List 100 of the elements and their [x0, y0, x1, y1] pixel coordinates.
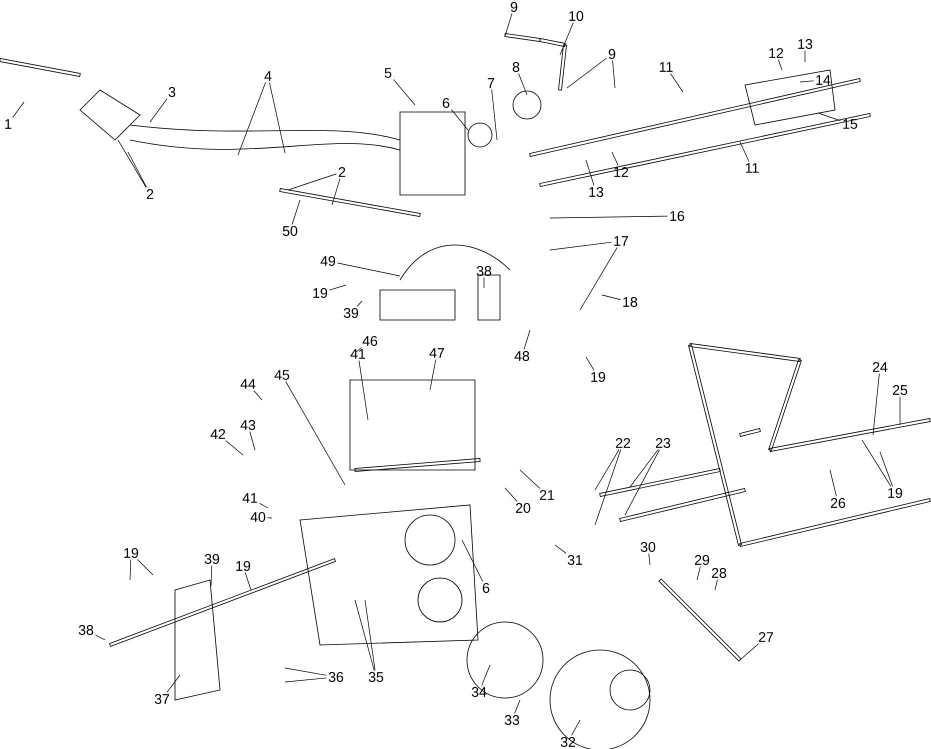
leader-line: [586, 356, 594, 371]
leader-line: [740, 643, 759, 660]
callout-number: 45: [274, 370, 290, 380]
callout-number: 15: [843, 119, 858, 129]
callout-number: 12: [614, 167, 628, 177]
leader-line: [253, 390, 262, 400]
callout-number: 31: [568, 555, 582, 565]
callout-number: 16: [670, 211, 684, 221]
callout-number: 22: [616, 438, 630, 448]
callout-number: 19: [236, 561, 250, 571]
leader-line: [594, 449, 620, 490]
leader-line: [393, 79, 416, 106]
leader-line: [491, 89, 498, 140]
callout-number: 28: [712, 568, 726, 578]
callout-number: 6: [482, 583, 490, 593]
leader-line: [269, 82, 286, 154]
leader-line: [130, 559, 132, 580]
leader-line: [630, 449, 658, 488]
leader-line: [12, 102, 24, 118]
leader-line: [358, 360, 368, 420]
callout-number: 18: [623, 297, 638, 307]
callout-number: 26: [830, 498, 846, 508]
leader-line: [244, 572, 252, 590]
leader-line: [804, 50, 806, 62]
leader-line: [210, 565, 212, 586]
leader-line: [504, 488, 518, 502]
callout-number: 12: [769, 48, 784, 58]
leader-line: [284, 678, 327, 682]
callout-number: 46: [362, 336, 378, 346]
leader-line: [580, 247, 618, 310]
callout-number: 4: [264, 71, 272, 81]
leader-line: [137, 559, 154, 576]
callout-number: 39: [204, 554, 220, 564]
callout-number: 3: [168, 87, 176, 97]
callout-number: 17: [614, 236, 628, 246]
callout-number: 48: [514, 351, 530, 361]
leader-line: [226, 440, 244, 456]
leader-line: [566, 58, 607, 88]
leader-line: [594, 449, 622, 526]
leader-line: [238, 82, 266, 156]
callout-number: 27: [758, 632, 774, 642]
leader-line: [624, 449, 660, 516]
callout-number: 9: [608, 49, 616, 59]
leader-line: [862, 440, 892, 487]
callout-number: 19: [313, 288, 328, 298]
leader-line: [740, 142, 750, 162]
leader-line: [354, 600, 375, 671]
callout-number: 42: [210, 429, 226, 439]
callout-number: 14: [816, 75, 830, 85]
callout-number: 50: [282, 226, 298, 236]
leader-line: [118, 140, 146, 188]
leader-line: [364, 600, 376, 671]
leader-line: [259, 502, 268, 508]
callout-number: 44: [240, 379, 256, 389]
leader-line: [267, 517, 272, 518]
callout-number: 8: [512, 62, 520, 72]
callout-number: 1: [5, 119, 12, 129]
callout-number: 11: [660, 62, 673, 72]
leader-line: [150, 98, 168, 122]
leader-line: [128, 152, 147, 188]
leader-line: [288, 174, 337, 190]
leader-line: [612, 152, 618, 166]
leader-line: [292, 200, 300, 225]
leader-line: [586, 160, 594, 186]
leader-line: [518, 73, 528, 96]
callout-number: 6: [442, 98, 450, 108]
leader-line: [880, 452, 893, 487]
callout-number: 7: [488, 78, 494, 88]
callout-number: 47: [430, 348, 444, 358]
leader-line: [356, 300, 362, 307]
callout-number: 2: [338, 167, 346, 177]
callout-number: 38: [78, 625, 94, 635]
leader-line: [550, 242, 612, 250]
callout-number: 40: [250, 512, 266, 522]
callout-number: 30: [640, 542, 656, 552]
callout-number: 49: [320, 256, 336, 266]
callout-number: 39: [344, 308, 358, 318]
callout-number: 13: [798, 39, 812, 49]
leader-line: [670, 73, 684, 92]
leader-line: [329, 284, 346, 290]
leader-line: [560, 22, 574, 56]
callout-number: 37: [154, 694, 170, 704]
leader-line: [332, 178, 340, 206]
callout-number: 41: [242, 493, 258, 503]
callout-number: 21: [540, 490, 554, 500]
leader-line: [714, 579, 718, 590]
callout-number: 38: [476, 266, 492, 276]
callout-number: 35: [368, 672, 384, 682]
callout-number: 11: [746, 163, 759, 173]
leader-line: [778, 59, 782, 70]
leader-line: [166, 674, 180, 693]
callout-number: 23: [656, 438, 670, 448]
leader-line: [520, 470, 540, 489]
leader-line: [554, 544, 566, 554]
callout-number: 29: [694, 555, 710, 565]
leader-line: [337, 262, 400, 276]
callout-number: 5: [384, 68, 392, 78]
leader-line: [696, 566, 701, 580]
leader-line: [648, 553, 650, 566]
leader-line: [524, 330, 530, 350]
